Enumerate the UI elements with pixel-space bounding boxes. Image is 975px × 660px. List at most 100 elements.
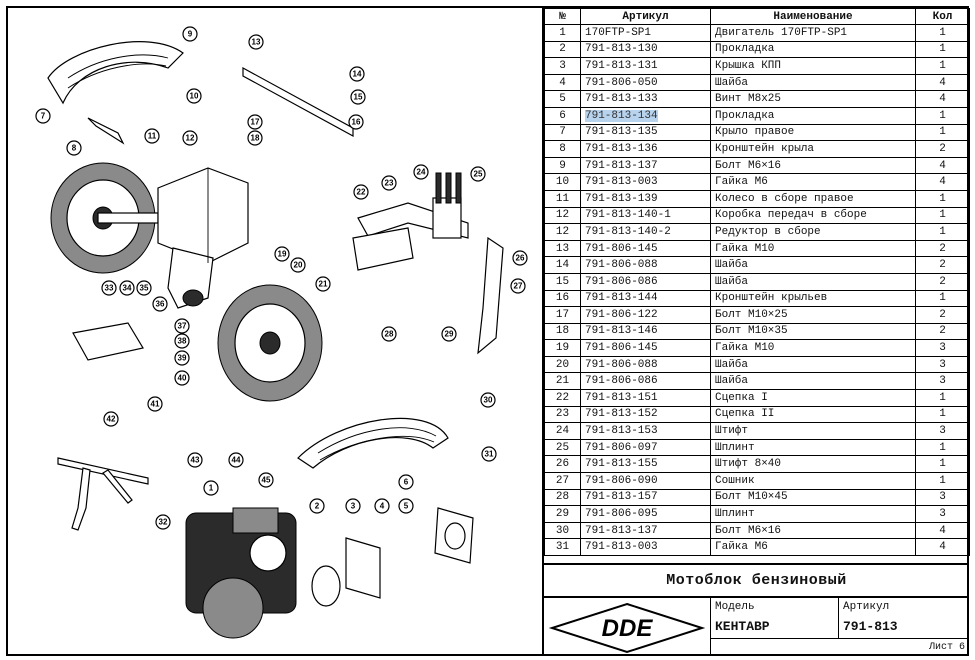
cell-num: 8	[544, 140, 581, 158]
cell-article-text: 791-813-003	[585, 541, 658, 554]
svg-text:6: 6	[404, 478, 409, 487]
cell-num: 26	[544, 455, 581, 474]
cell-name: Болт М10×25	[710, 306, 916, 324]
cell-article: 791-813-133	[580, 90, 711, 108]
svg-text:5: 5	[404, 502, 409, 511]
svg-text:30: 30	[484, 396, 493, 405]
cell-num: 21	[544, 372, 581, 391]
cell-num-text: 15	[555, 275, 570, 288]
model-label: Модель	[715, 601, 755, 613]
cell-qty: 2	[915, 239, 970, 258]
cell-article: 791-813-134	[580, 106, 711, 125]
cell-name-text: Кронштейн крыльев	[715, 292, 828, 305]
svg-text:38: 38	[178, 337, 187, 346]
cell-article-text: 791-813-146	[585, 325, 658, 338]
cell-qty-text: 1	[939, 209, 946, 222]
svg-text:2: 2	[315, 502, 320, 511]
cell-article-text: 791-806-088	[585, 358, 658, 371]
cell-qty: 2	[915, 256, 970, 274]
cell-article: 791-813-137	[580, 156, 711, 175]
callout-23: 23	[381, 175, 397, 191]
cell-num-text: 30	[555, 524, 570, 537]
svg-text:40: 40	[178, 374, 187, 383]
svg-text:1: 1	[209, 484, 214, 493]
cell-qty-text: 1	[939, 441, 946, 454]
cell-name-text: Болт М10×35	[715, 325, 788, 338]
cell-name: Шайба	[710, 355, 916, 374]
cell-qty: 3	[915, 355, 970, 374]
svg-text:10: 10	[190, 92, 199, 101]
model-value: КЕНТАВР	[715, 619, 770, 634]
cell-num-text: 13	[555, 242, 570, 255]
cell-name: Сцепка I	[710, 389, 916, 407]
cell-article-text: 791-813-157	[585, 491, 658, 504]
left-fender	[47, 41, 184, 105]
cell-name-text: Гайка М6	[715, 176, 768, 189]
cell-num: 25	[544, 438, 581, 457]
cell-num-text: 6	[559, 109, 566, 122]
cell-num-text: 10	[555, 176, 570, 189]
cell-name: Болт М6×16	[710, 521, 916, 540]
cell-article-text: 791-806-086	[585, 275, 658, 288]
cell-name-text: Гайка М6	[715, 541, 768, 554]
svg-text:45: 45	[262, 476, 271, 485]
cell-name: Болт М10×35	[710, 322, 916, 341]
cell-num-text: 31	[555, 541, 570, 554]
cell-article-text: 791-813-136	[585, 142, 658, 155]
cell-name-text: Болт М6×16	[715, 159, 782, 172]
cell-qty: 2	[915, 272, 970, 291]
svg-text:32: 32	[159, 518, 168, 527]
cell-num: 30	[544, 521, 581, 540]
cell-name-text: Шплинт	[715, 508, 755, 521]
brand-logo: DDE	[544, 598, 711, 654]
header-article: Артикул	[580, 8, 711, 25]
cell-qty: 1	[915, 189, 970, 208]
cell-qty: 1	[915, 57, 970, 75]
svg-text:43: 43	[191, 456, 200, 465]
cell-num-text: 11	[555, 192, 570, 205]
cell-name: Редуктор в сборе	[710, 223, 916, 241]
cell-num-text: 7	[559, 126, 566, 139]
cell-name-text: Редуктор в сборе	[715, 225, 821, 238]
cell-qty-text: 1	[939, 474, 946, 487]
cell-qty-text: 1	[939, 26, 946, 39]
svg-text:41: 41	[151, 400, 160, 409]
cell-name-text: Шайба	[715, 76, 749, 89]
cell-qty: 1	[915, 223, 970, 241]
